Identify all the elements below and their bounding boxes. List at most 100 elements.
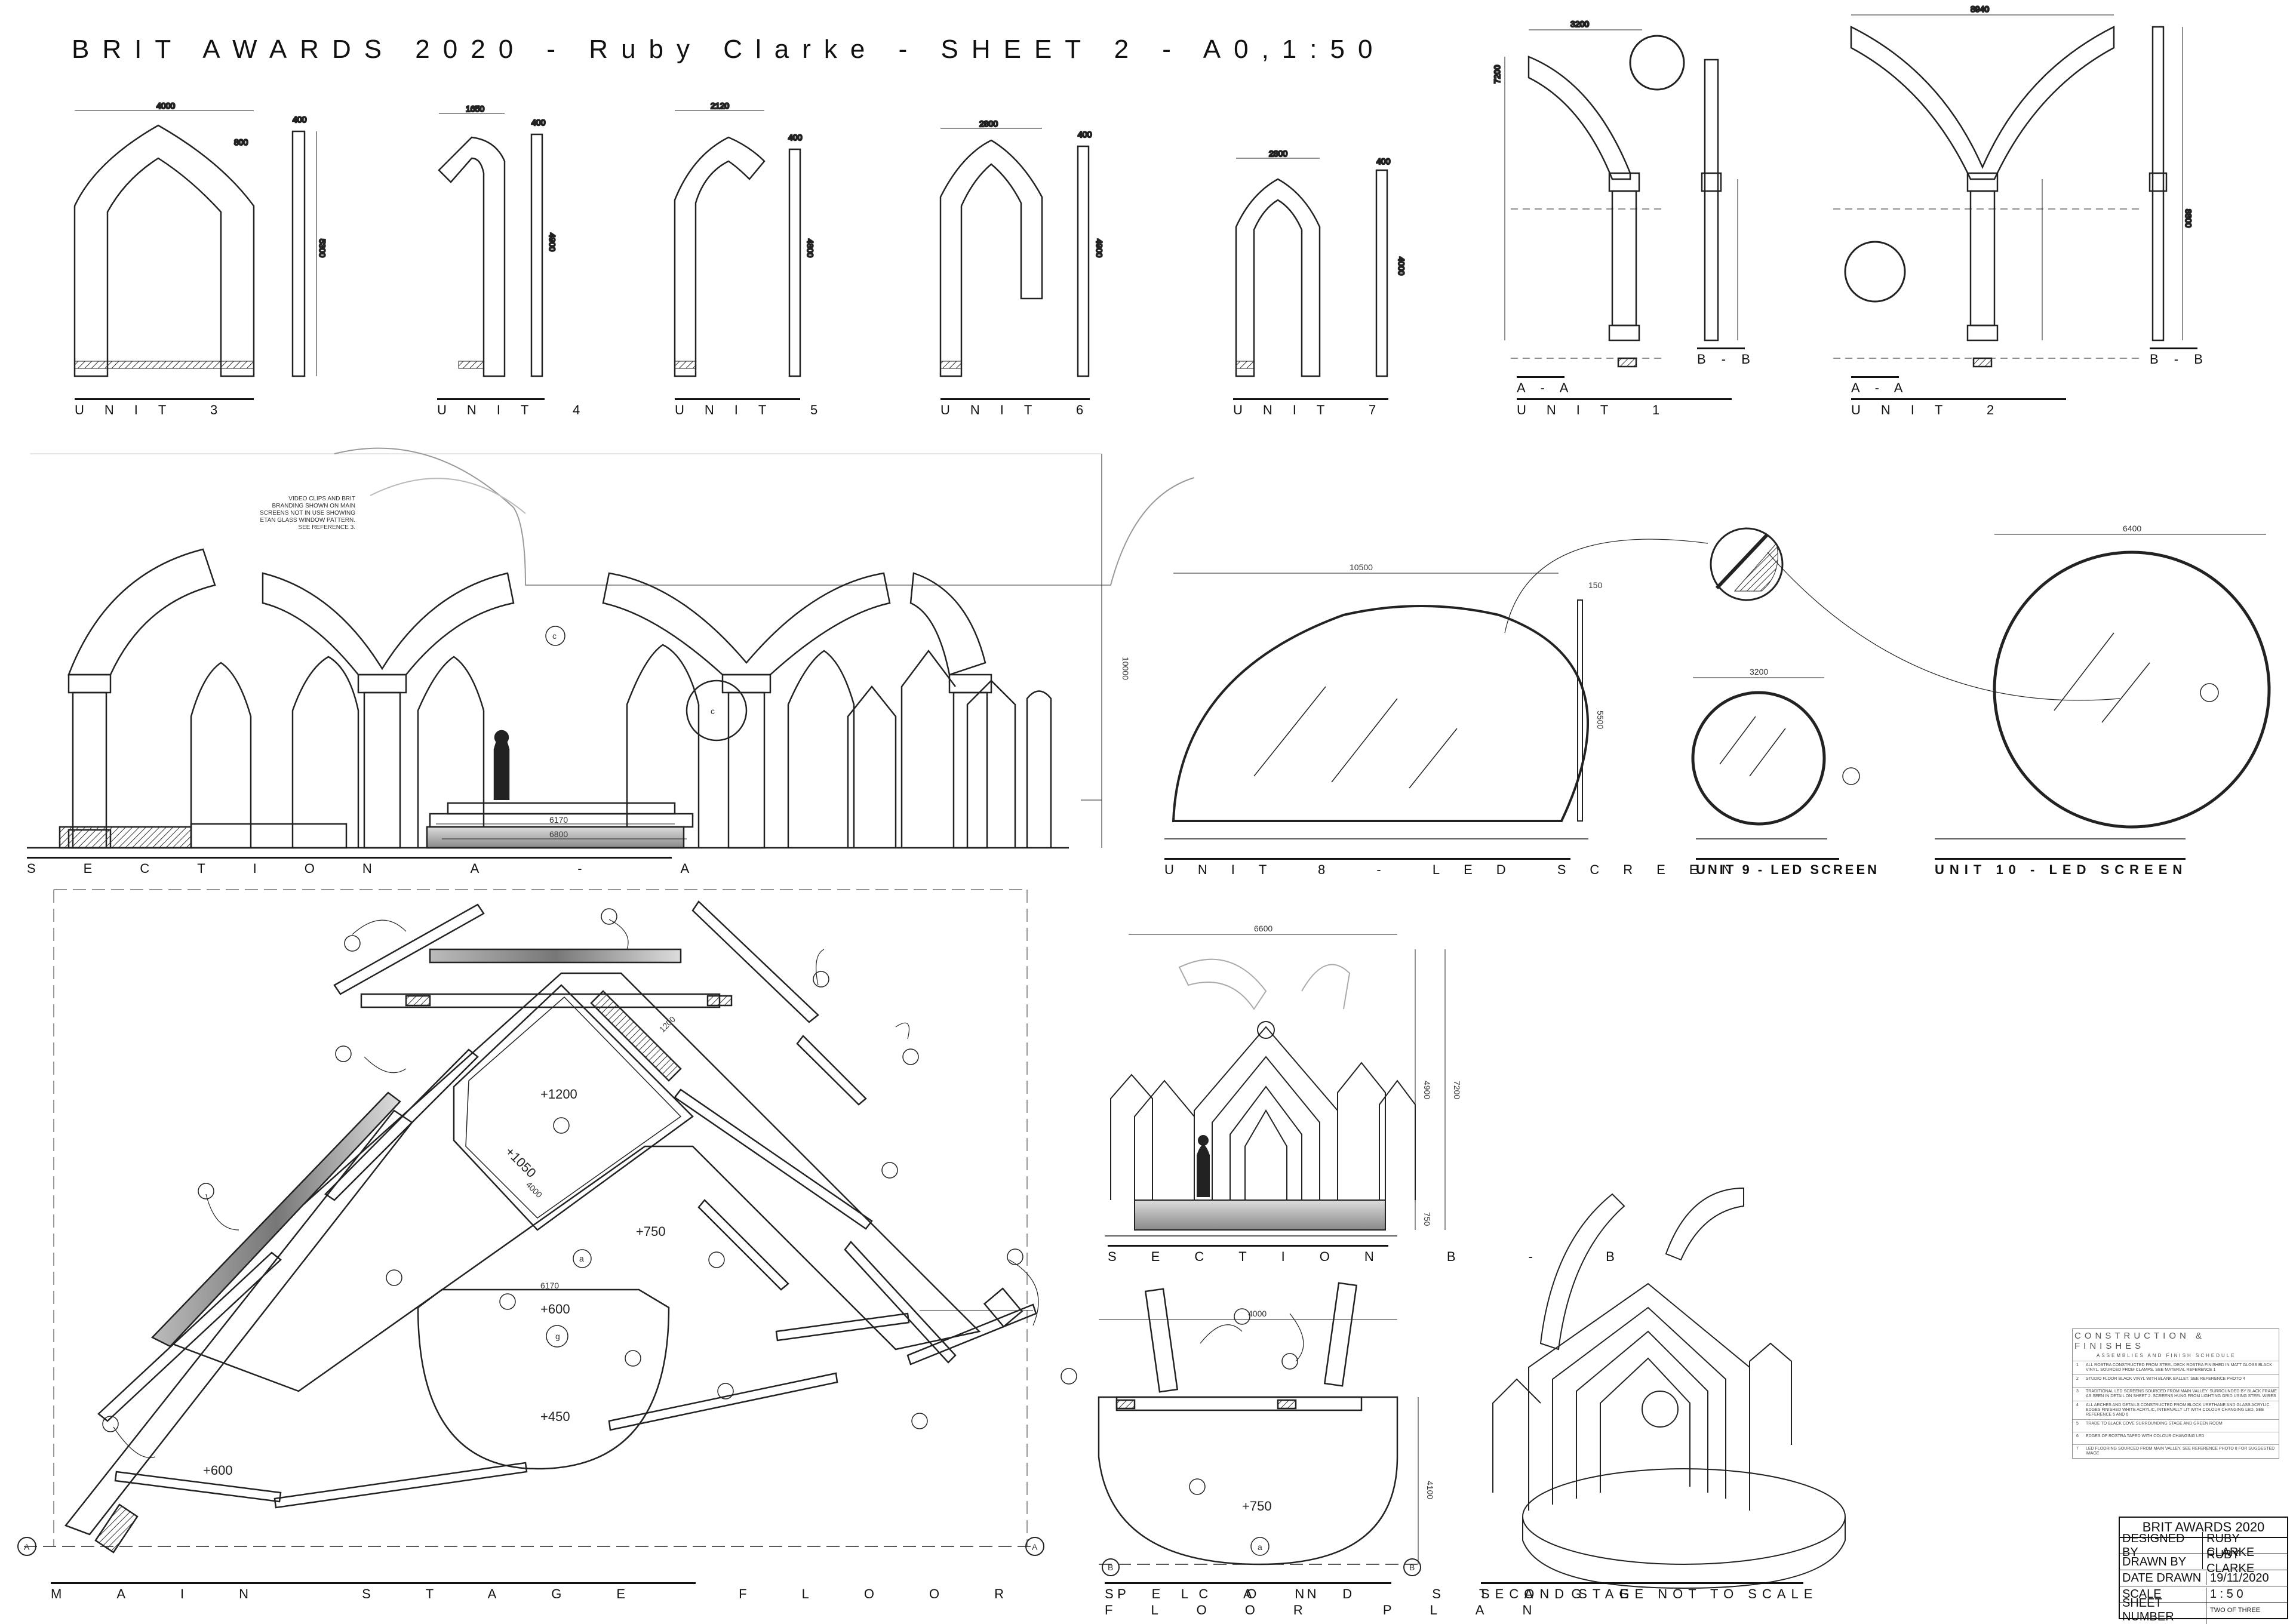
secbb-base-dim: 750 (1422, 1212, 1432, 1226)
unit4-thick-dim: 400 (531, 118, 546, 127)
level-main-b: +1050 (502, 1144, 539, 1180)
secaa-height-dim: 10000 (1121, 657, 1130, 680)
level-second: +750 (1242, 1499, 1272, 1514)
unit7-thick-dim: 400 (1376, 156, 1391, 166)
label-unit-9: UNIT 9 - LED SCREEN (1696, 858, 1877, 878)
grid-a-right: A (1032, 1542, 1038, 1552)
label-unit-6: UNIT 6 (940, 398, 1090, 418)
unit-7-elevation (1235, 158, 1388, 377)
unit-2-elevation (1833, 14, 2183, 368)
unit-3-elevation (73, 110, 317, 377)
unit5-thick-dim: 400 (788, 133, 803, 142)
level-main-d: +600 (203, 1463, 233, 1478)
unit3-height-dim: 5300 (318, 239, 327, 257)
screen-frame-detail (1504, 527, 1784, 633)
unit8-height-dim: 5500 (1596, 710, 1605, 729)
label-second-nts: SECOND STAGE NOT TO SCALE (1481, 1582, 1812, 1602)
unit6-height-dim: 4900 (1095, 239, 1104, 257)
unit-6-elevation (939, 128, 1090, 377)
unit6-width-dim: 2800 (979, 119, 998, 128)
level-main-e: +600 (540, 1302, 570, 1317)
scale-value: 1 : 5 0 (2210, 1587, 2243, 1601)
grid-b-left: B (1108, 1563, 1113, 1572)
reference-tags (102, 908, 1298, 1495)
construction-title: CONSTRUCTION & FINISHES (2074, 1331, 2205, 1351)
unit5-width-dim: 2120 (711, 101, 729, 110)
unit4-height-dim: 4900 (548, 233, 557, 251)
unit-5-elevation (674, 110, 801, 377)
second-depth-dim: 4100 (1425, 1481, 1435, 1499)
drawn-by-label: DRAWN BY (2120, 1555, 2203, 1569)
unit7-height-dim: 4000 (1397, 257, 1406, 275)
secbb-h2-dim: 7200 (1452, 1081, 1462, 1099)
secbb-width-dim: 6600 (1254, 924, 1272, 933)
unit7-width-dim: 2800 (1269, 149, 1287, 158)
label-unit-3: UNIT 3 (75, 398, 254, 418)
label-unit2-aa: A - A (1851, 376, 1902, 396)
secbb-h1-dim: 4900 (1422, 1081, 1432, 1099)
label-unit-8: UNIT 8 - LED SCREEN (1164, 858, 1731, 878)
scale-label: SCALE (2120, 1587, 2206, 1601)
unit-10-led-screen (1767, 534, 2271, 839)
label-second-plan-1: SECOND STAGE (1105, 1582, 1628, 1602)
level-main-c: +750 (636, 1224, 666, 1239)
grid-b-right: B (1409, 1563, 1415, 1572)
plan-tag-g: g (555, 1331, 560, 1341)
leader-lines (113, 919, 1304, 1458)
section-aa (27, 447, 1195, 849)
secaa-w1-dim: 6170 (549, 815, 568, 825)
label-unit-5: UNIT 5 (675, 398, 817, 418)
unit5-height-dim: 4800 (806, 239, 815, 257)
unit8-width-dim: 10500 (1350, 562, 1373, 572)
construction-subtitle: ASSEMBLIES AND FINISH SCHEDULE (2097, 1353, 2236, 1358)
second-width-dim: 4000 (1248, 1309, 1267, 1318)
unit3-width-dim: 4000 (156, 101, 175, 110)
main-stage-floor-plan (17, 889, 1044, 1556)
unit6-thick-dim: 400 (1078, 130, 1092, 139)
sheet-number-label: SHEET NUMBER (2120, 1597, 2206, 1624)
unit-4-elevation (438, 113, 543, 377)
unit-9-led-screen (1691, 677, 1860, 839)
plan-tag-a: a (579, 1254, 584, 1263)
second-stage-floor-plan (1098, 1282, 1421, 1576)
unit3-inner-dim: 800 (234, 137, 248, 147)
label-section-bb: SECTION B - B (1108, 1245, 1615, 1265)
unit4-width-dim: 1650 (466, 104, 484, 113)
unit8-thick-dim: 150 (1588, 580, 1603, 590)
secaa-tag-c2: c (711, 706, 715, 716)
level-main-a: +1200 (540, 1087, 577, 1102)
construction-finishes-table: CONSTRUCTION & FINISHES ASSEMBLIES AND F… (2072, 1328, 2279, 1459)
section-bb (1105, 934, 1446, 1237)
plan-4000: 4000 (524, 1180, 544, 1199)
second-stage-isometric (1492, 1187, 1846, 1589)
label-unit2-bb: B - B (2150, 347, 2203, 367)
designed-by-value: RUBY CLARKE (2206, 1532, 2255, 1559)
unit9-width-dim: 3200 (1750, 667, 1768, 676)
section-aa-note: VIDEO CLIPS AND BRIT BRANDING SHOWN ON M… (260, 496, 355, 531)
unit2-height-dim: 8800 (2184, 209, 2193, 227)
unit1-width-dim: 3200 (1570, 19, 1589, 29)
designed-by-label: DESIGNED BY (2120, 1532, 2203, 1560)
secaa-w2-dim: 6800 (549, 829, 568, 839)
label-unit-4: UNIT 4 (437, 398, 580, 418)
grid-a-left: A (24, 1542, 30, 1552)
unit1-height-dim: 7200 (1492, 65, 1502, 84)
unit-8-led-screen (1164, 573, 1589, 839)
drawn-by-value: RUBY CLARKE (2206, 1548, 2255, 1575)
second-tag-a: a (1258, 1542, 1262, 1552)
label-main-plan: MAIN STAGE FLOOR PLAN (51, 1582, 1317, 1602)
unit-1-elevation (1504, 29, 1738, 368)
level-main-f: +450 (540, 1409, 570, 1424)
label-unit1-aa: A - A (1517, 376, 1568, 396)
unit3-thick-dim: 400 (293, 115, 307, 124)
label-unit-7: UNIT 7 (1233, 398, 1388, 418)
